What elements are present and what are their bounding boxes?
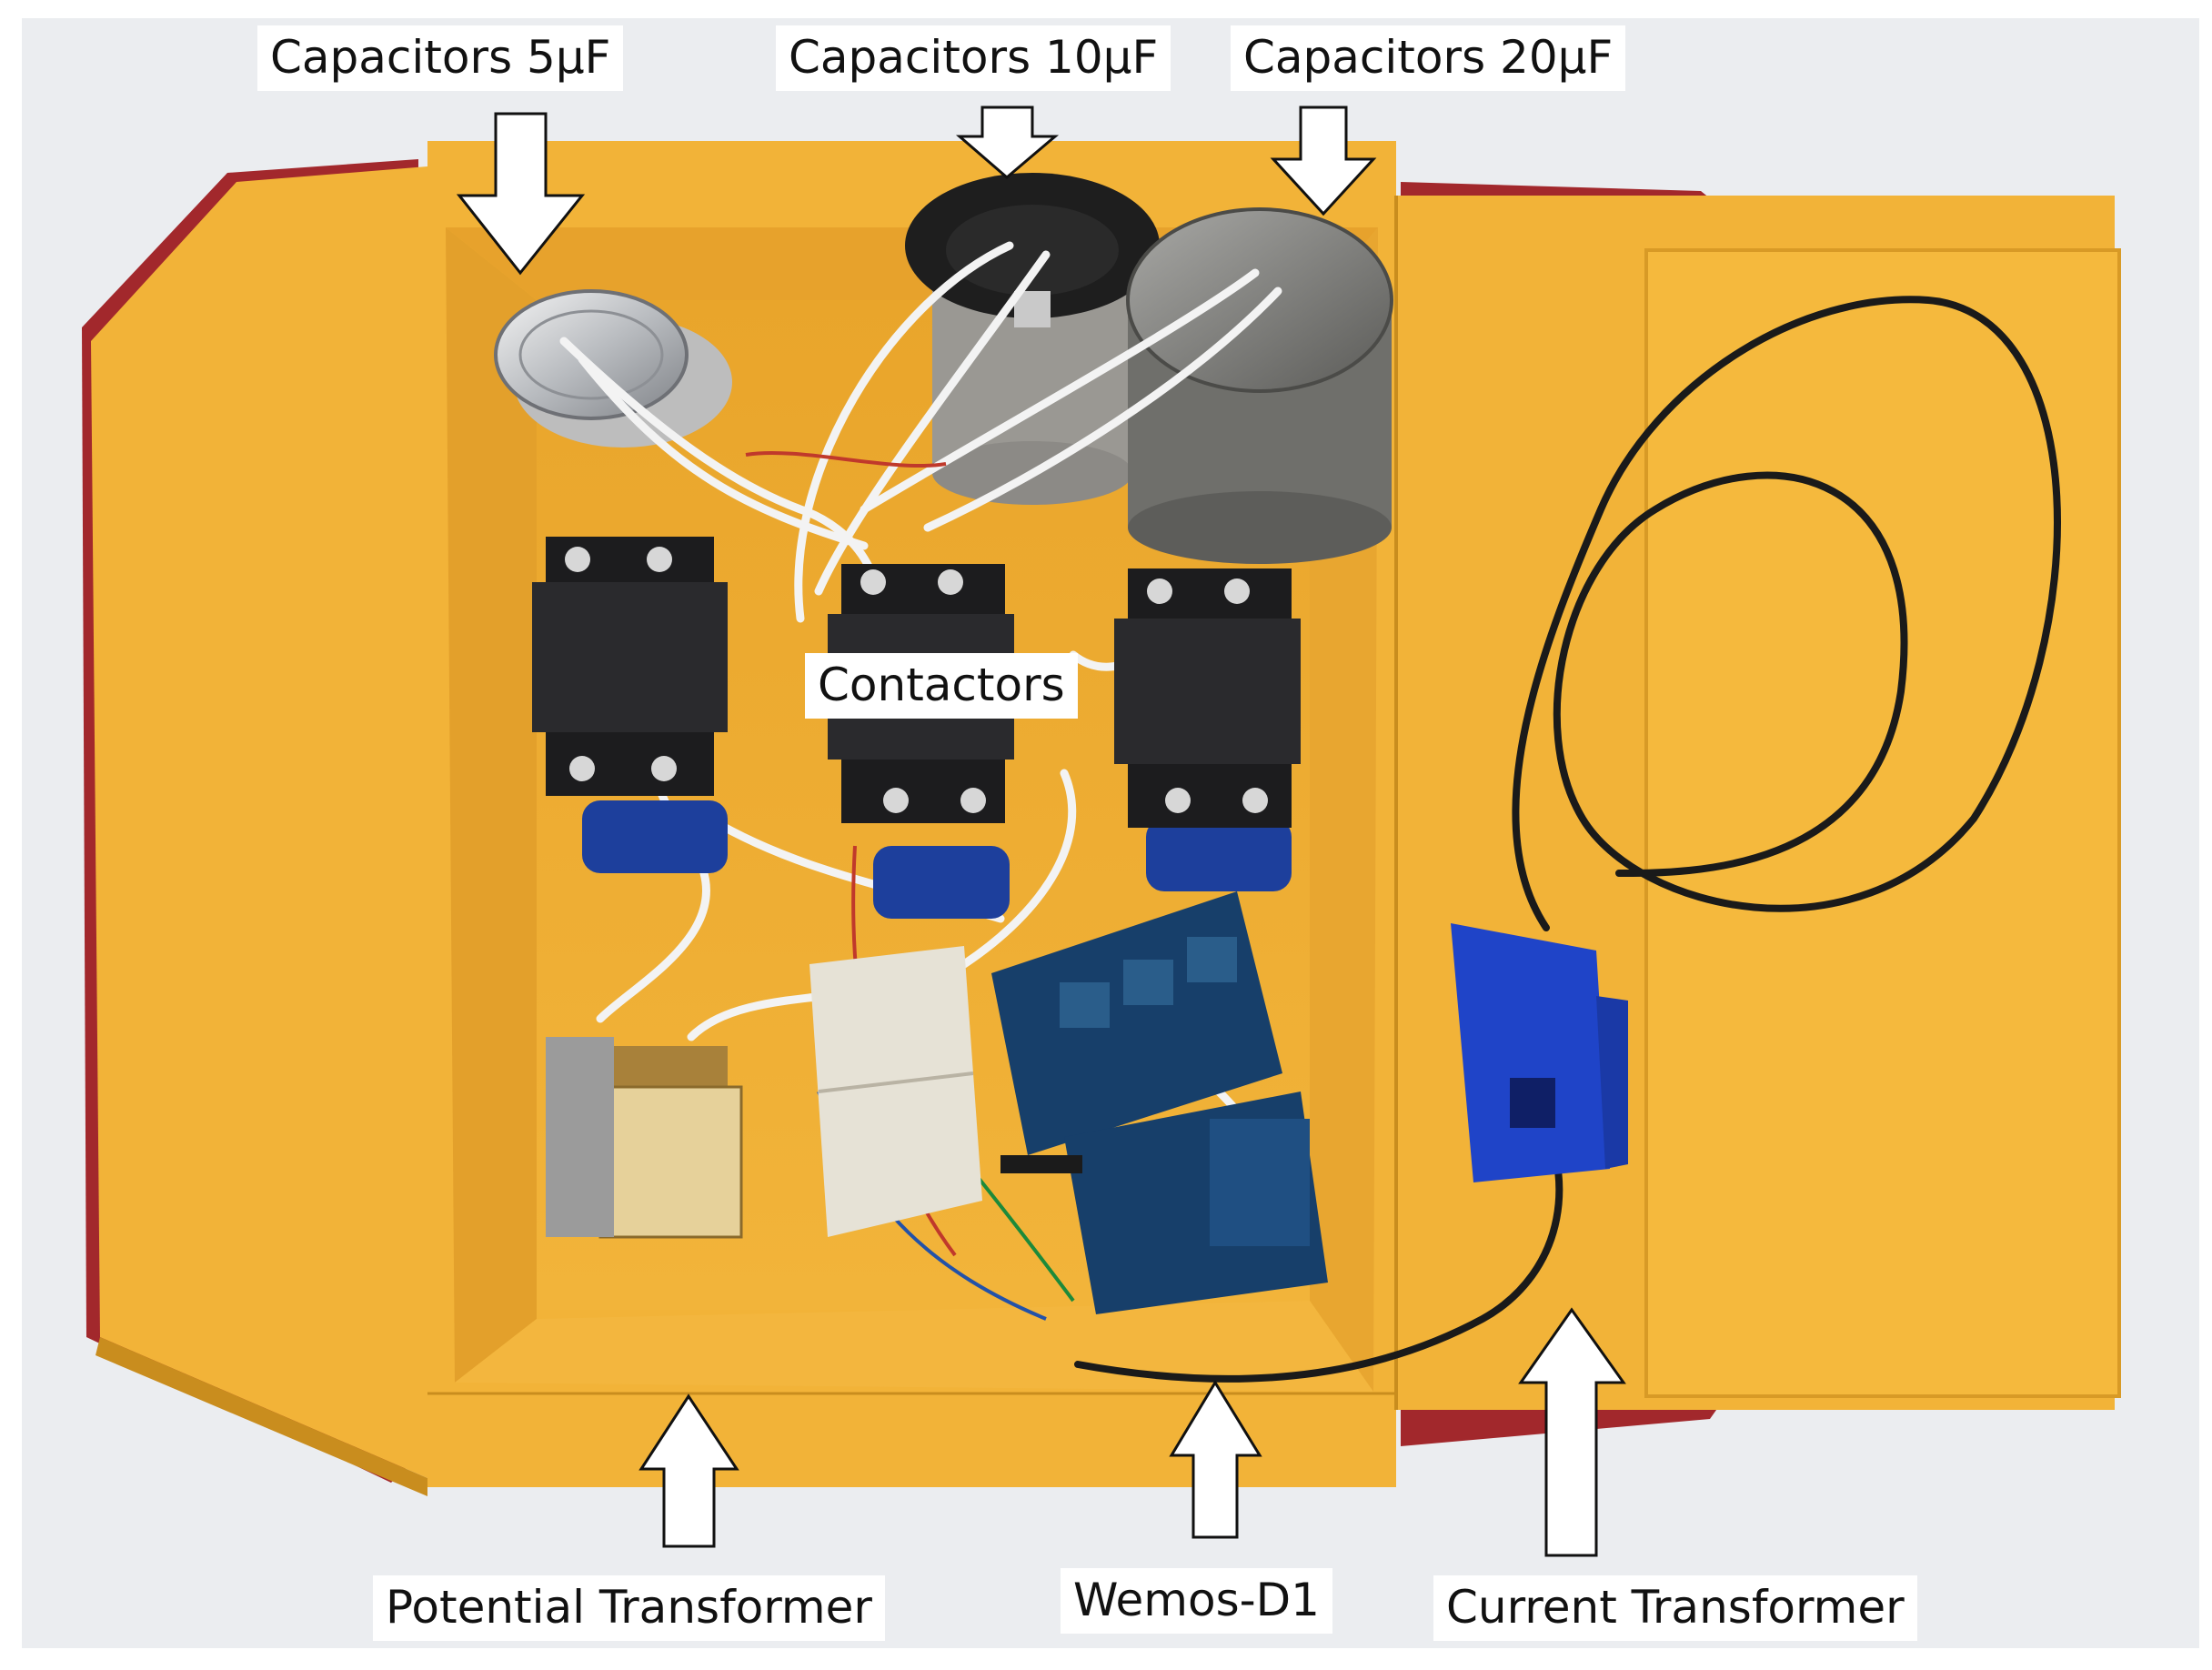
- arrow-cap5: [456, 112, 586, 276]
- left-flap: [91, 166, 427, 1478]
- arrows: [456, 106, 1626, 1557]
- contactor-1: [532, 537, 728, 873]
- current-transformer: [1451, 923, 1628, 1182]
- breadboard: [809, 946, 982, 1237]
- ct-cable: [1074, 296, 2061, 1383]
- left-flap-shade: [96, 1337, 427, 1496]
- arrow-ct: [1518, 1307, 1626, 1557]
- contactor-3: [1114, 568, 1301, 891]
- label-capacitors-20uf: Capacitors 20µF: [1231, 25, 1626, 91]
- label-capacitors-10uf: Capacitors 10µF: [776, 25, 1171, 91]
- label-current-transformer: Current Transformer: [1433, 1575, 1917, 1641]
- right-lid-inner-panel: [1644, 248, 2121, 1398]
- arrow-cap10: [955, 106, 1060, 179]
- capacitor-10uf: [905, 173, 1160, 505]
- arrow-pt: [638, 1393, 739, 1548]
- label-wemos-d1: Wemos-D1: [1061, 1568, 1332, 1634]
- label-contactors: Contactors: [805, 653, 1078, 719]
- potential-transformer: [546, 1037, 743, 1239]
- relay-board: [991, 891, 1282, 1155]
- label-potential-transformer: Potential Transformer: [373, 1575, 885, 1641]
- arrow-cap20: [1270, 106, 1377, 216]
- arrow-wemos: [1169, 1380, 1262, 1539]
- box-inner-left-wall: [446, 227, 537, 1383]
- label-capacitors-5uf: Capacitors 5µF: [257, 25, 624, 91]
- wemos-d1-board: [1000, 1092, 1328, 1314]
- box-front-wall: [455, 1301, 1373, 1392]
